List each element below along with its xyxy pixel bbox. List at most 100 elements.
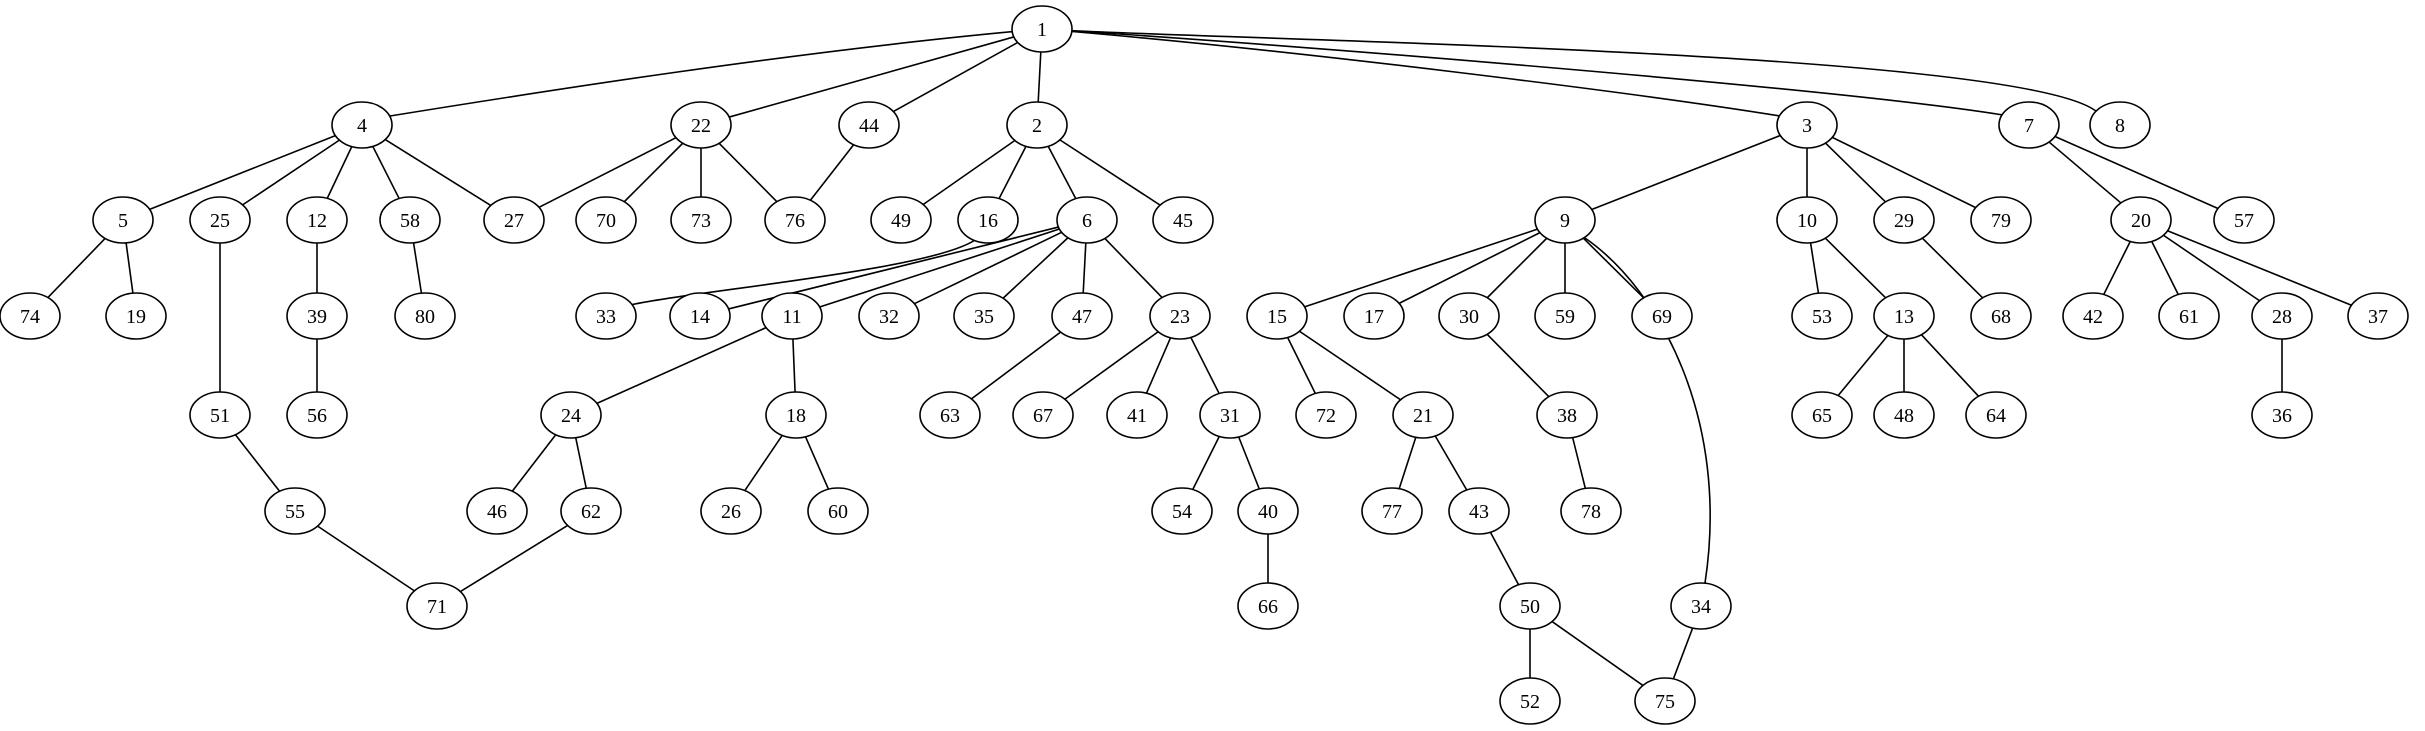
edge-38-78 <box>1571 437 1587 489</box>
edge-20-28 <box>2162 234 2261 302</box>
node-label: 66 <box>1258 596 1278 618</box>
node-label: 44 <box>859 115 879 137</box>
node-label: 31 <box>1220 405 1240 427</box>
node-label: 40 <box>1258 501 1278 523</box>
edge-21-43 <box>1434 435 1468 491</box>
node-label: 3 <box>1802 115 1812 137</box>
node-63: 63 <box>919 391 981 439</box>
node-ellipse <box>105 292 167 340</box>
node-ellipse <box>406 582 468 630</box>
edge-9-15 <box>1304 228 1538 308</box>
edge-1-3 <box>1041 28 1781 117</box>
node-71: 71 <box>406 582 468 630</box>
node-ellipse <box>379 196 441 244</box>
node-23: 23 <box>1149 292 1211 340</box>
node-31: 31 <box>1199 391 1261 439</box>
node-label: 55 <box>285 501 305 523</box>
edge-3-29 <box>1824 142 1887 203</box>
node-53: 53 <box>1791 292 1853 340</box>
edge-22-76 <box>718 142 778 203</box>
node-label: 8 <box>2115 115 2125 137</box>
edge-1-22 <box>728 36 1015 118</box>
node-26: 26 <box>700 487 762 535</box>
node-ellipse <box>2347 292 2409 340</box>
node-ellipse <box>394 292 456 340</box>
edge-7-57 <box>2054 135 2219 210</box>
node-70: 70 <box>575 196 637 244</box>
node-49: 49 <box>870 196 932 244</box>
edge-9-34 <box>1584 237 1711 584</box>
node-10: 10 <box>1776 196 1838 244</box>
node-label: 61 <box>2179 306 2199 328</box>
node-ellipse <box>286 292 348 340</box>
node-48: 48 <box>1873 391 1935 439</box>
node-56: 56 <box>286 391 348 439</box>
edge-11-18 <box>792 338 796 393</box>
node-label: 36 <box>2272 405 2292 427</box>
node-ellipse <box>1149 292 1211 340</box>
node-ellipse <box>1343 292 1405 340</box>
node-4: 4 <box>331 101 393 149</box>
node-label: 37 <box>2368 306 2388 328</box>
node-ellipse <box>1295 391 1357 439</box>
node-15: 15 <box>1246 292 1308 340</box>
node-label: 47 <box>1072 306 1092 328</box>
node-66: 66 <box>1237 582 1299 630</box>
edge-47-63 <box>970 331 1062 400</box>
edge-15-21 <box>1299 330 1401 401</box>
edge-20-61 <box>2151 241 2179 295</box>
node-label: 73 <box>691 210 711 232</box>
node-label: 29 <box>1894 210 1914 232</box>
node-29: 29 <box>1873 196 1935 244</box>
edge-24-62 <box>574 437 588 489</box>
node-ellipse <box>1056 196 1118 244</box>
node-55: 55 <box>264 487 326 535</box>
node-ellipse <box>2110 196 2172 244</box>
node-ellipse <box>1199 391 1261 439</box>
node-36: 36 <box>2251 391 2313 439</box>
node-ellipse <box>700 487 762 535</box>
node-ellipse <box>2089 101 2151 149</box>
node-label: 45 <box>1173 210 1193 232</box>
node-ellipse <box>1361 487 1423 535</box>
edge-5-74 <box>47 237 106 299</box>
edge-29-68 <box>1921 237 1984 299</box>
node-label: 35 <box>974 306 994 328</box>
node-ellipse <box>575 196 637 244</box>
edge-6-11 <box>819 228 1060 308</box>
edge-22-27 <box>538 136 677 209</box>
node-ellipse <box>2062 292 2124 340</box>
node-45: 45 <box>1152 196 1214 244</box>
node-ellipse <box>1536 391 1598 439</box>
node-label: 6 <box>1082 210 1092 232</box>
node-51: 51 <box>189 391 251 439</box>
edge-16-33 <box>629 239 976 306</box>
node-52: 52 <box>1499 677 1561 725</box>
node-label: 38 <box>1557 405 1577 427</box>
edge-2-6 <box>1047 145 1077 200</box>
node-ellipse <box>765 391 827 439</box>
node-label: 20 <box>2131 210 2151 232</box>
node-label: 12 <box>307 210 327 232</box>
node-41: 41 <box>1106 391 1168 439</box>
edge-31-40 <box>1237 436 1261 490</box>
edge-23-41 <box>1145 337 1172 394</box>
node-18: 18 <box>765 391 827 439</box>
node-21: 21 <box>1392 391 1454 439</box>
node-label: 48 <box>1894 405 1914 427</box>
node-label: 57 <box>2234 210 2254 232</box>
edge-1-4 <box>389 28 1043 117</box>
node-80: 80 <box>394 292 456 340</box>
node-label: 50 <box>1520 596 1540 618</box>
node-2: 2 <box>1006 101 1068 149</box>
node-ellipse <box>1970 292 2032 340</box>
node-label: 33 <box>596 306 616 328</box>
node-75: 75 <box>1634 677 1696 725</box>
node-label: 59 <box>1555 306 1575 328</box>
node-8: 8 <box>2089 101 2151 149</box>
node-ellipse <box>483 196 545 244</box>
edge-4-25 <box>242 139 340 206</box>
node-label: 56 <box>307 405 327 427</box>
edge-18-26 <box>744 434 783 492</box>
